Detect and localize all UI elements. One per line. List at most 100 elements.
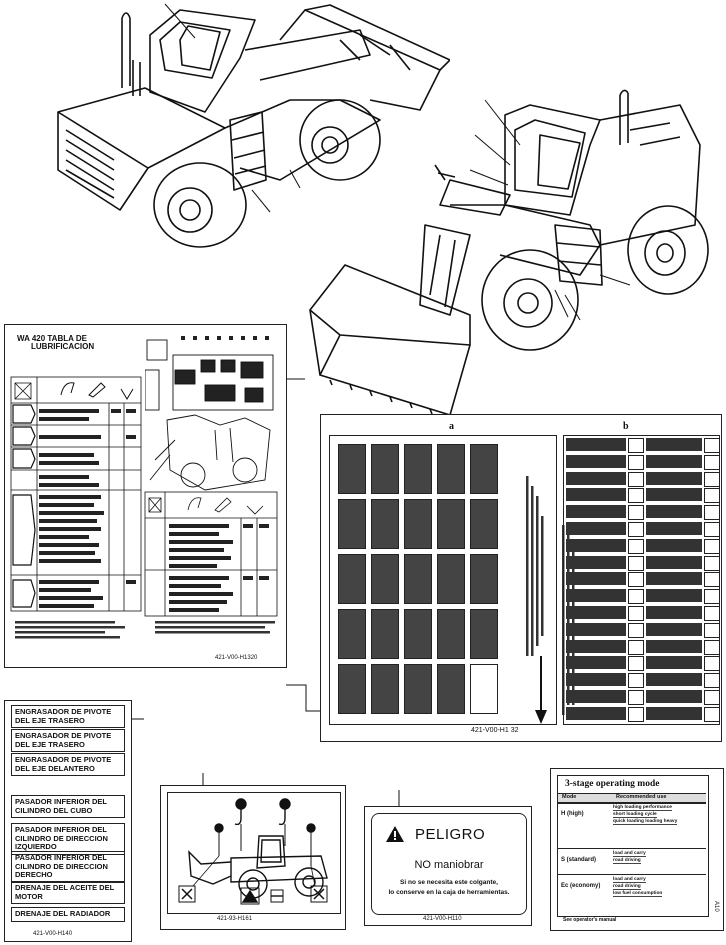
fuse-list-cell xyxy=(566,690,626,703)
fuse-cell xyxy=(404,664,432,714)
fuse-cell xyxy=(470,664,498,714)
fuse-list-cell xyxy=(704,673,720,689)
fuse-list-cell xyxy=(566,622,626,636)
loader-front-view-illustration xyxy=(309,89,709,415)
fuse-box-label: a b 421-V00-H1 32 xyxy=(320,414,722,742)
fuse-cell xyxy=(371,444,399,494)
fuse-list-cell xyxy=(704,488,720,504)
fuse-leader-line xyxy=(286,684,320,712)
fuse-cell xyxy=(371,554,399,604)
fuse-cell xyxy=(371,664,399,714)
fuse-cell xyxy=(404,444,432,494)
fuse-list-cell xyxy=(704,589,720,605)
lubrication-table-right xyxy=(144,491,278,617)
fuse-list-row xyxy=(564,537,720,554)
arrow-down-icon xyxy=(535,656,547,724)
fuse-cell xyxy=(470,609,498,659)
grease-label-item: ENGRASADOR DE PIVOTE DEL EJE TRASERO xyxy=(11,729,125,752)
fuse-list-cell xyxy=(628,438,644,453)
mode-use: low fuel consumption xyxy=(613,891,663,897)
fuse-list-cell xyxy=(628,622,644,638)
fuse-notes-vertical xyxy=(526,476,544,656)
fuse-list-cell xyxy=(646,706,702,720)
fuse-list-cell xyxy=(566,673,626,687)
fuse-list-cell xyxy=(628,454,644,470)
fuse-list-cell xyxy=(566,538,626,552)
fuse-list-cell xyxy=(704,454,720,470)
fuse-cell xyxy=(338,554,366,604)
fuse-list-cell xyxy=(566,555,626,569)
fuse-list-cell xyxy=(646,505,702,519)
callout-a: a xyxy=(449,421,454,432)
lubrication-chart: WA 420 TABLA DE LUBRIFICACION xyxy=(4,324,287,668)
fuse-list xyxy=(564,436,720,724)
fuse-cell xyxy=(437,499,465,549)
fuse-list-cell xyxy=(628,673,644,689)
mode-use: load and carry xyxy=(613,851,646,857)
grease-label-item: DRENAJE DEL RADIADOR xyxy=(11,907,125,922)
fuse-list-cell xyxy=(646,522,702,535)
fuse-list-cell xyxy=(646,538,702,552)
grease-leader-line xyxy=(132,718,144,720)
callout-b: b xyxy=(623,421,629,432)
fuse-list-cell xyxy=(646,639,702,653)
fuse-list-cell xyxy=(646,471,702,485)
fuse-cell xyxy=(470,499,498,549)
fuse-list-cell xyxy=(566,488,626,502)
fuse-list-cell xyxy=(628,690,644,705)
mode-row-divider xyxy=(558,874,706,875)
fuse-panel-b xyxy=(563,435,720,725)
fuse-list-cell xyxy=(566,606,626,619)
fuse-list-cell xyxy=(628,488,644,504)
fuse-list-row xyxy=(564,554,720,571)
grease-label-item: ENGRASADOR DE PIVOTE DEL EJE TRASERO xyxy=(11,705,125,728)
fuse-list-cell xyxy=(646,555,702,569)
fuse-list-cell xyxy=(704,706,720,722)
grease-label-item: PASADOR INFERIOR DEL CILINDRO DE DIRECCI… xyxy=(11,823,125,855)
fuse-list-row xyxy=(564,621,720,638)
fuse-list-cell xyxy=(704,505,720,521)
fuse-list-cell xyxy=(628,522,644,537)
danger-subheading: NO maniobrar xyxy=(414,859,484,871)
fuse-list-cell xyxy=(566,706,626,720)
lubrication-part-number: 421-V00-H1320 xyxy=(215,655,258,661)
lift-plate-part-number: 421-93-H161 xyxy=(217,916,253,922)
fuse-cell xyxy=(338,609,366,659)
fuse-list-cell xyxy=(566,656,626,670)
danger-body-line1: Si no se necesita este colgante, xyxy=(400,879,498,886)
lubrication-footnotes xyxy=(15,621,275,639)
fuse-list-row xyxy=(564,436,720,453)
fuse-list-cell xyxy=(704,438,720,453)
fuse-list-cell xyxy=(566,438,626,451)
fuse-list-row xyxy=(564,604,720,621)
fuse-list-row xyxy=(564,503,720,521)
fuse-list-row xyxy=(564,688,720,705)
fuse-list-cell xyxy=(628,572,644,588)
fuse-list-cell xyxy=(646,673,702,687)
warning-triangle-icon xyxy=(386,826,404,842)
fuse-list-row xyxy=(564,587,720,605)
fuse-cell xyxy=(371,609,399,659)
fuse-cell xyxy=(371,499,399,549)
mode-plate-side-number: A10 xyxy=(713,901,719,912)
fuse-cell xyxy=(404,609,432,659)
lift-plate-leader xyxy=(202,773,204,785)
fuse-list-cell xyxy=(646,572,702,586)
fuse-list-cell xyxy=(704,639,720,655)
lubrication-title-line2: LUBRIFICACION xyxy=(31,342,95,351)
danger-plate-leader xyxy=(398,790,400,806)
mode-use: quick loading loading heavy xyxy=(613,819,678,825)
grease-label-item: DRENAJE DEL ACEITE DEL MOTOR xyxy=(11,881,125,904)
mode-use: road driving xyxy=(613,884,641,890)
mode-name: H (high) xyxy=(561,811,584,817)
fuse-list-cell xyxy=(646,606,702,619)
lift-plate-illustration xyxy=(178,798,328,905)
danger-plate-part-number: 421-V00-H110 xyxy=(423,916,462,922)
fuse-cell xyxy=(470,554,498,604)
grease-label-item: PASADOR INFERIOR DEL CILINDRO DEL CUBO xyxy=(11,795,125,818)
fuse-list-row xyxy=(564,486,720,504)
grease-labels-part-number: 421-V00-H140 xyxy=(33,931,73,937)
fuse-list-cell xyxy=(566,639,626,653)
fuse-list-cell xyxy=(704,572,720,588)
